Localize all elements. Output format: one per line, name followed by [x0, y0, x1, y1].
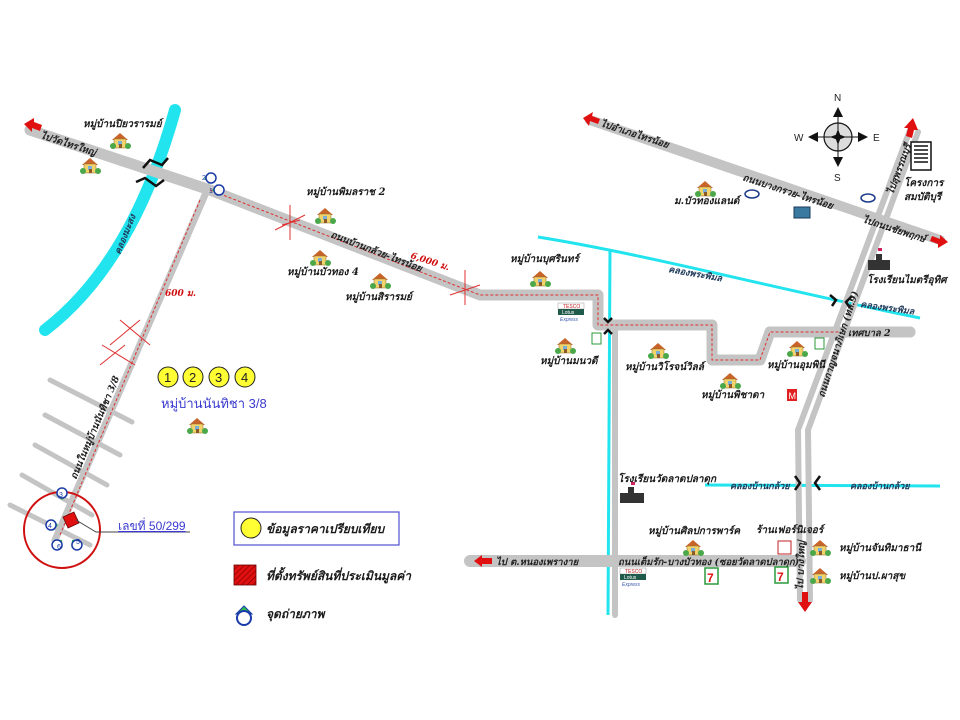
village-siraram: หมู่บ้านสิรารมย์: [345, 291, 415, 303]
compass-east: E: [873, 133, 880, 144]
label-canal-phra-phimon-2: คลองพระพิมล: [860, 299, 916, 318]
compass-west: W: [794, 133, 804, 144]
landmark-sombatburi-line1: โครงการ: [904, 176, 945, 189]
label-canal-ban-kluay-2: คลองบ้านกล้วย: [850, 481, 911, 492]
route-line: [209, 189, 840, 361]
canal-phra-phimon: [537, 235, 921, 320]
village-ummpinit: หมู่บ้านอุมพินี: [767, 359, 827, 371]
village-silpakan-park: หมู่บ้านศิลปการพาร์ค: [648, 525, 741, 537]
compass-south: S: [834, 173, 841, 184]
label-to-amphoe-sai-noi: ไปอำเภอไทรน้อย: [599, 117, 672, 151]
village-monwadi: หมู่บ้านมนวดี: [540, 355, 600, 367]
canal-branch-vertical: [606, 249, 612, 616]
photo-point-2-number: 2: [202, 175, 206, 182]
label-road-nanthisa: ถนนในหมู่บ้านนันทิชา 3/8: [68, 374, 123, 481]
svg-text:M: M: [789, 391, 797, 401]
landmark-wat-lat-pla-duk-school: โรงเรียนวัดลาดปลาดุก: [618, 472, 717, 485]
photo-point-6-number: 6: [57, 544, 61, 551]
label-canal-ban-kluay-1: คลองบ้านกล้วย: [730, 481, 791, 492]
svg-text:Express: Express: [560, 317, 579, 323]
svg-text:7: 7: [707, 571, 714, 585]
legend-photo-icon: [234, 605, 254, 626]
subject-leader-line: [75, 519, 190, 533]
comparable-4: 4: [241, 370, 248, 385]
furniture-shop-icon: [777, 540, 792, 555]
subject-address[interactable]: เลขที่ 50/299: [118, 517, 186, 533]
legend-comparable-label: ข้อมูลราคาเปรียบเทียบ: [266, 522, 385, 537]
legend-comparable-box: [233, 511, 400, 546]
svg-text:TESCO: TESCO: [563, 304, 580, 310]
road-kanchanaphisek-1: [795, 127, 913, 603]
school-icon-wat-lat-pla-duk: [620, 482, 644, 503]
ptt-icon: [793, 206, 811, 219]
legend-subject-icon: [233, 564, 257, 586]
tesco-lotus-icon-2: TESCO Lotus Express: [619, 567, 647, 588]
direction-arrows: [24, 112, 948, 612]
canal-masong: [39, 104, 181, 336]
road-ban-kluay-sai-noi: [24, 124, 916, 366]
village-butsarin: หมู่บ้านบุศรินทร์: [510, 253, 582, 265]
subject-property-marker: [62, 511, 80, 529]
photo-point-4-number: 4: [48, 523, 52, 530]
label-road-thetsaban-2: เทศบาล 2: [848, 328, 891, 339]
village-bua-thong-4: หมู่บ้านบัวทอง 4: [287, 266, 359, 278]
makro-icon: M: [787, 389, 797, 401]
svg-text:7: 7: [777, 570, 784, 584]
village-chanthima-thani: หมู่บ้านจันทิมาธานี: [839, 542, 923, 554]
photo-point-1-number: 1: [209, 188, 213, 195]
legend-comparable-icon: [240, 517, 262, 539]
esso-icons: [744, 189, 876, 203]
soi-3: [32, 442, 110, 488]
legend-photo-label: จุดถ่ายภาพ: [266, 607, 327, 622]
photo-point-5-number: 5: [76, 539, 80, 546]
comparable-2: 2: [189, 370, 196, 385]
tesco-lotus-icon-1: TESCO Lotus Express: [557, 302, 585, 323]
soi-1: [47, 377, 135, 425]
label-road-temrak: ถนนเต็มรัก-บางบัวทอง (ซอยวัดลาดปลาดุก): [618, 556, 799, 568]
soi-2: [42, 412, 123, 458]
comparable-markers: [157, 366, 256, 388]
village-piyawaram: หมู่บ้านปิยวรารมย์: [83, 118, 165, 130]
compass-rose: N S W E: [794, 93, 880, 184]
seven-eleven-icons: 7 7: [591, 332, 825, 585]
landmark-sombatburi-line2: สมบัติบุรี: [904, 191, 943, 203]
landmark-furniture-shop: ร้านเฟอร์นิเจอร์: [756, 524, 826, 536]
svg-text:Lotus: Lotus: [562, 310, 575, 316]
village-wiroj-villa: หมู่บ้านวิโรจน์วิลล์: [625, 360, 707, 373]
landmark-maitri-school: โรงเรียนไมตรีอุทิศ: [867, 273, 949, 286]
distance-break-marks: [99, 205, 481, 366]
road-bang-kruai-sai-noi: [585, 115, 945, 245]
school-icon-maitri: [868, 248, 890, 270]
village-nanthisa: หมู่บ้านนันทิชา 3/8: [161, 396, 267, 412]
svg-text:Express: Express: [622, 582, 641, 588]
compass-north: N: [834, 93, 841, 104]
village-bua-thong-land: ม.บัวทองแลนด์: [674, 195, 742, 207]
canal-ban-kluay: [704, 483, 941, 488]
village-porasuk: หมู่บ้านป.ผาสุข: [839, 570, 906, 582]
label-canal-masong: คลองมะสง: [114, 212, 140, 256]
sombatburi-building-icon: [910, 141, 932, 171]
legend: ข้อมูลราคาเปรียบเทียบ ที่ตั้งทรัพย์สินที…: [233, 511, 412, 626]
distance-soi: 600 ม.: [165, 289, 196, 299]
label-to-nong-phrao-ngai: ไป ต.หนองเพรางาย: [496, 556, 580, 568]
legend-subject-label: ที่ตั้งทรัพย์สินที่ประเมินมูลค่า: [266, 567, 412, 584]
photo-point-3-number: 3: [59, 492, 63, 499]
bridge-icons: [135, 157, 853, 491]
village-phichada: หมู่บ้านพิชาดา: [701, 389, 765, 401]
svg-text:Lotus: Lotus: [624, 575, 637, 581]
comparable-3: 3: [215, 370, 222, 385]
village-phimonrat-2: หมู่บ้านพิมลราช 2: [306, 186, 386, 198]
road-kanchanaphisek-2: [805, 129, 921, 603]
svg-text:TESCO: TESCO: [625, 569, 642, 575]
comparable-1: 1: [164, 370, 171, 385]
label-to-bang-yai: ไป บางใหญ่: [794, 539, 808, 591]
route-line-soi: [59, 199, 201, 536]
